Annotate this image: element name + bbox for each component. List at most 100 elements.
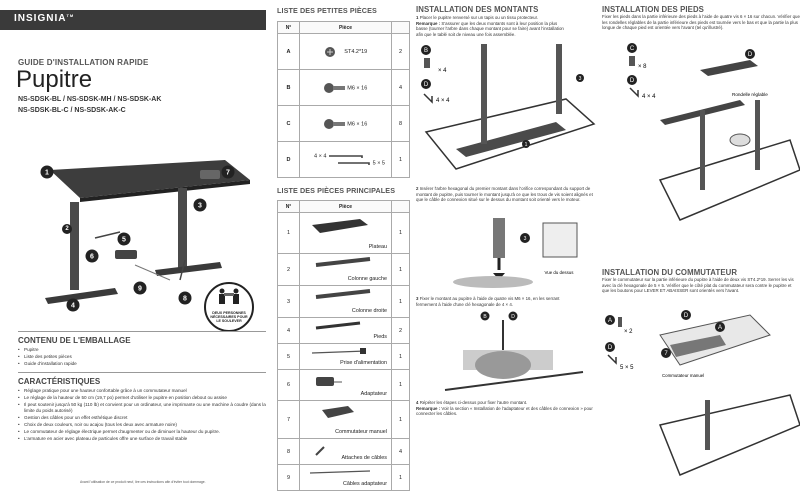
- part-label: Pieds: [373, 334, 388, 340]
- table-row: A ST4.2*19 2: [277, 33, 410, 70]
- commutateur-text: Fixer le commutateur sur la partie infér…: [602, 277, 794, 294]
- svg-text:3: 3: [524, 236, 527, 242]
- callout-6: 6: [90, 254, 94, 261]
- svg-text:B: B: [483, 314, 487, 320]
- callout-3: 3: [198, 203, 202, 210]
- callout-2: 2: [62, 224, 72, 234]
- two-person-text: DEUX PERSONNES NÉCESSAIRES POUR LE SOULE…: [210, 311, 248, 324]
- list-item: Gestion des câbles pour un effet esthéti…: [18, 415, 268, 422]
- callout-2-wrap: 2: [62, 217, 72, 235]
- part-qty: 8: [391, 105, 410, 142]
- table-row: 7 Commutateur manuel 1: [277, 400, 410, 439]
- part-cell: ST4.2*19: [299, 33, 392, 70]
- step-1-text: Placer le pupitre renversé sur un tapis …: [419, 15, 539, 20]
- part-cell: M6 × 16: [299, 105, 392, 142]
- svg-text:A: A: [608, 318, 612, 324]
- part-id: 3: [277, 285, 300, 318]
- table-row: C M6 × 16 8: [277, 105, 410, 142]
- col-header-piece: Pièce: [299, 21, 392, 34]
- svg-text:D: D: [511, 314, 515, 320]
- part-id: 8: [277, 438, 300, 465]
- table-row: B M6 × 16 4: [277, 69, 410, 106]
- cable-tie-icon: [315, 446, 325, 456]
- part-qty: 1: [391, 400, 410, 439]
- footer-note: Avant l'utilisation de ce produit neuf, …: [80, 480, 206, 484]
- list-item: Le réglage de la hauteur de 50 cm (19,7 …: [18, 395, 268, 402]
- part-id: 1: [277, 212, 300, 254]
- part-cell: 4 × 4 5 × 5: [299, 141, 392, 178]
- right-column-icon: [315, 289, 371, 299]
- step-2-text: Insérer l'arbre hexagonal du premier mon…: [416, 186, 593, 203]
- callout-9: 9: [138, 286, 142, 293]
- pieds-text: Fixer les pieds dans la partie inférieur…: [602, 14, 800, 31]
- table-row: 5 Prise d'alimentation 1: [277, 343, 410, 370]
- hex-key-4-icon: [328, 155, 363, 159]
- desk-overview-illustration: 1 3 4 5 6 7 8 9: [40, 160, 250, 312]
- montants-column: INSTALLATION DES MONTANTS 1 Placer le pu…: [413, 0, 598, 490]
- vue-label: Vue du dessus: [545, 270, 575, 275]
- model-line: NS-SDSK-BL-C / NS-SDSK-AK-C: [18, 107, 126, 114]
- qty-b: × 4: [438, 68, 447, 74]
- part-cell: Colonne gauche: [299, 253, 392, 286]
- table-row: 9 Câbles adaptateur 1: [277, 464, 410, 491]
- table-row: 1 Plateau 1: [277, 212, 410, 254]
- part-cell: Prise d'alimentation: [299, 343, 392, 370]
- qty-d: 4 × 4: [436, 98, 450, 104]
- two-person-badge: DEUX PERSONNES NÉCESSAIRES POUR LE SOULE…: [204, 282, 254, 332]
- step-4-text: Répéter les étapes ci-dessus pour fixer …: [419, 400, 528, 405]
- package-contents: CONTENU DE L'EMBALLAGE Pupitre Liste des…: [18, 336, 258, 367]
- part-cell: M6 × 16: [299, 69, 392, 106]
- step-2: 2 Insérer l'arbre hexagonal du premier m…: [416, 186, 593, 203]
- qty-a: × 2: [624, 329, 633, 335]
- part-qty: 2: [391, 317, 410, 344]
- guide-label: GUIDE D'INSTALLATION RAPIDE: [18, 58, 149, 67]
- part-label: Adaptateur: [360, 391, 387, 397]
- list-item: Il peut soutenir jusqu'à 50 kg (110 lb) …: [18, 402, 268, 416]
- part-qty: 1: [391, 343, 410, 370]
- table-row: 6 Adaptateur 1: [277, 369, 410, 401]
- remark-label: Remarque :: [416, 20, 441, 26]
- part-qty: 4: [391, 69, 410, 106]
- tabletop-icon: [312, 219, 368, 233]
- part-id: A: [277, 33, 300, 70]
- part-id: D: [277, 141, 300, 178]
- switch-label: Commutateur manuel: [662, 373, 704, 378]
- list-item: Guide d'installation rapide: [18, 361, 258, 368]
- brand-logo: INSIGNIATM: [14, 13, 75, 24]
- cover-column: INSIGNIATM GUIDE D'INSTALLATION RAPIDE P…: [0, 0, 274, 490]
- part-qty: 2: [391, 33, 410, 70]
- svg-text:D: D: [608, 345, 613, 351]
- table-row: 8 Attaches de câbles 4: [277, 438, 410, 465]
- part-label: ST4.2*19: [344, 48, 368, 55]
- step-3: 3 Fixer le montant au pupitre à l'aide d…: [416, 296, 560, 307]
- svg-text:7: 7: [664, 351, 668, 357]
- part-cell: Colonne droite: [299, 285, 392, 318]
- manual-switch-icon: [322, 406, 354, 418]
- svg-text:B: B: [424, 48, 428, 54]
- part-label: Plateau: [368, 244, 387, 250]
- part-qty: 1: [391, 464, 410, 491]
- features-heading: CARACTÉRISTIQUES: [18, 377, 101, 386]
- small-parts-heading: LISTE DES PETITES PIÈCES: [277, 6, 377, 15]
- model-numbers: NS-SDSK-BL / NS-SDSK-MH / NS-SDSK-AK NS-…: [18, 94, 161, 116]
- qty-d: 5 × 5: [620, 365, 634, 371]
- table-row: 3 Colonne droite 1: [277, 285, 410, 318]
- main-parts-heading: LISTE DES PIÈCES PRINCIPALES: [277, 186, 396, 195]
- part-label: Colonne gauche: [347, 276, 387, 282]
- pieds-heading: INSTALLATION DES PIEDS: [602, 5, 704, 14]
- table-row: 2 Colonne gauche 1: [277, 253, 410, 286]
- part-qty: 1: [391, 253, 410, 286]
- callout-5: 5: [122, 237, 126, 244]
- list-item: Réglage pratique pour une hauteur confor…: [18, 388, 268, 395]
- part-qty: 4: [391, 438, 410, 465]
- col-header-piece: Pièce: [299, 200, 392, 213]
- callout-7: 7: [226, 170, 230, 177]
- hex-key-5-icon: [338, 161, 370, 165]
- part-id: 6: [277, 369, 300, 401]
- svg-text:1: 1: [525, 142, 528, 148]
- foot-icon: [315, 321, 361, 330]
- adaptor-shape: [115, 250, 137, 259]
- part-label: 4 × 4: [314, 153, 327, 160]
- callout-4: 4: [71, 303, 75, 310]
- part-qty: 1: [391, 141, 410, 178]
